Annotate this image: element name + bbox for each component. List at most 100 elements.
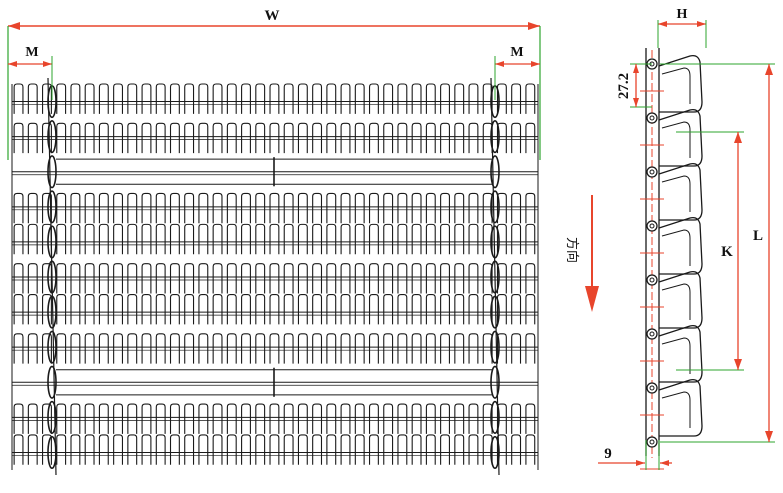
belt-tooth [340,333,351,364]
belt-tooth [27,122,38,154]
belt-tooth [383,403,394,434]
belt-tooth [511,434,522,465]
belt-tooth [141,333,152,364]
belt-tooth [283,192,294,224]
side-module-inner [661,283,691,320]
belt-tooth [155,333,166,364]
margin-left-label: M [25,45,38,60]
belt-tooth [56,293,67,325]
belt-tooth [226,263,237,294]
margin-right-label: M [510,45,523,60]
belt-tooth [354,333,365,364]
belt-tooth [383,122,394,154]
belt-tooth [13,192,24,224]
edge-chain [47,77,57,476]
belt-tooth [425,333,436,364]
length-dimension: L [660,63,775,443]
belt-tooth [468,293,479,325]
belt-tooth [425,122,436,154]
belt-tooth [440,223,450,255]
belt-tooth [440,333,450,364]
belt-tooth [113,403,124,434]
side-module-inner [661,121,691,158]
pitch-label: 27.2 [616,73,632,99]
belt-tooth [368,223,379,255]
belt-tooth [354,192,365,224]
belt-tooth [198,263,209,294]
belt-tooth [425,263,436,294]
belt-tooth [397,434,408,465]
belt-tooth [468,403,479,434]
belt-tooth [326,223,337,255]
side-module [658,216,703,275]
side-pin-core [649,169,655,175]
belt-tooth [297,122,308,154]
belt-tooth [482,83,493,114]
side-module-inner [661,175,691,212]
belt-tooth [241,83,251,114]
belt-tooth [70,192,81,224]
belt-tooth [511,263,522,294]
side-pin-core [649,115,655,121]
belt-tooth [84,83,95,114]
belt-tooth [454,333,465,364]
belt-tooth [155,122,166,154]
belt-tooth [283,403,294,434]
belt-tooth [56,333,67,364]
belt-tooth [454,403,465,434]
belt-tooth [354,293,365,325]
belt-tooth [141,122,152,154]
belt-tooth [98,223,109,255]
belt-tooth [283,434,294,465]
belt-tooth [27,223,38,255]
belt-tooth [155,403,166,434]
belt-tooth [169,263,180,294]
belt-tooth [169,223,180,255]
belt-side-view [640,48,703,470]
belt-tooth [13,333,24,364]
belt-tooth [141,403,152,434]
belt-tooth [482,293,493,325]
belt-tooth [269,122,280,154]
belt-tooth [98,403,109,434]
belt-tooth [241,122,251,154]
belt-tooth [383,192,394,224]
belt-tooth [13,83,24,114]
belt-tooth [212,263,223,294]
belt-tooth [155,192,166,224]
belt-tooth [127,192,138,224]
direction-indicator: 方向 [564,195,599,312]
belt-tooth [454,122,465,154]
belt-tooth [354,223,365,255]
belt-tooth [113,263,124,294]
belt-tooth [440,434,450,465]
belt-tooth [198,403,209,434]
side-module-inner [661,337,691,374]
belt-tooth [297,403,308,434]
belt-tooth [511,293,522,325]
belt-tooth [27,263,38,294]
belt-tooth [226,403,237,434]
belt-tooth [184,223,195,255]
side-pin [646,220,658,232]
belt-tooth [169,83,180,114]
belt-tooth [340,83,351,114]
edge-link [490,120,500,154]
belt-tooth [113,434,124,465]
belt-tooth [98,263,109,294]
belt-tooth [411,83,422,114]
belt-tooth [312,122,323,154]
belt-tooth [269,333,280,364]
belt-tooth [98,192,109,224]
belt-tooth [155,263,166,294]
belt-tooth [397,83,408,114]
belt-tooth [226,122,237,154]
belt-tooth [340,434,351,465]
belt-tooth [13,122,24,154]
belt-tooth [454,83,465,114]
belt-tooth [340,403,351,434]
side-module-inner [661,67,691,104]
belt-tooth [354,263,365,294]
belt-tooth [312,333,323,364]
belt-tooth [511,83,522,114]
